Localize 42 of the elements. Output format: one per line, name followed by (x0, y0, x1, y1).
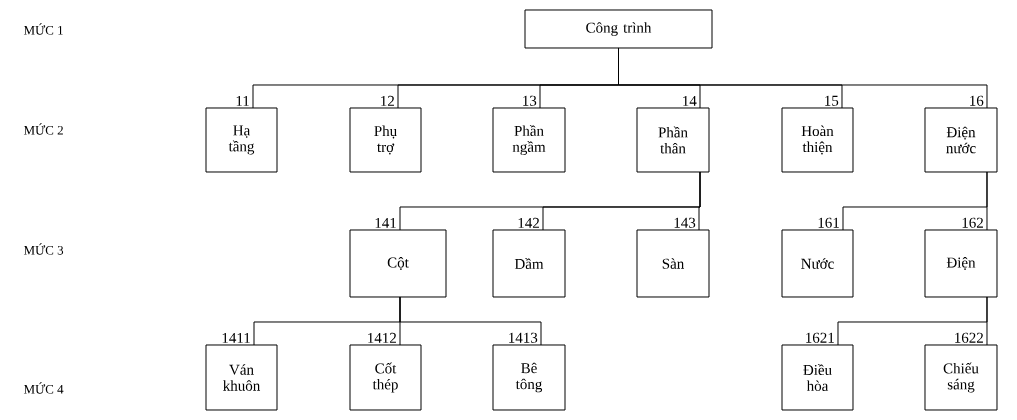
box: Phần ngầm (492, 107, 566, 173)
box: Sàn (636, 229, 710, 298)
box: Phần thân (636, 107, 710, 173)
node-number: 1412 (368, 332, 396, 343)
box: Hoàn thiện (781, 107, 854, 173)
connector-line (986, 171, 988, 231)
node-number: 143 (674, 217, 696, 228)
box: Nước (781, 229, 854, 298)
box: Điện (924, 229, 998, 298)
connector-line (986, 296, 988, 346)
node-number: 16 (970, 95, 984, 106)
node-number: 14 (683, 95, 697, 106)
connector-line (618, 47, 988, 109)
level-label: MỨC 4 (23, 382, 64, 394)
box: Ván khuôn (205, 344, 278, 411)
node-number: 161 (818, 217, 839, 228)
level-label: MỨC 1 (23, 23, 63, 35)
node-number: 12 (381, 95, 394, 106)
node-number: 142 (518, 217, 539, 228)
level-label: MỨC 2 (23, 123, 63, 135)
box: Điều hòa (781, 344, 854, 411)
node-number: 13 (523, 95, 537, 106)
node-number: 1622 (955, 332, 983, 343)
node-number: 141 (375, 217, 396, 228)
node-number: 15 (825, 95, 839, 106)
box: Cột (349, 229, 447, 298)
box: Công trình (524, 9, 713, 49)
box: Cốt thép (349, 344, 422, 411)
node-number: 1621 (806, 332, 834, 343)
connector-line (698, 171, 701, 231)
node-number: 11 (236, 95, 249, 106)
level-label: MỨC 3 (23, 243, 64, 255)
box: Dầm (492, 229, 566, 298)
node-number: 162 (962, 217, 983, 228)
box: Điện nước (924, 107, 998, 173)
connector-line (399, 296, 542, 346)
box: Bê tông (492, 344, 566, 411)
box: Phụ trợ (349, 107, 422, 173)
node-number: 1413 (509, 332, 538, 343)
node-number: 1411 (222, 332, 250, 343)
box: Chiếu sáng (924, 344, 998, 411)
box: Hạ tầng (205, 107, 278, 173)
